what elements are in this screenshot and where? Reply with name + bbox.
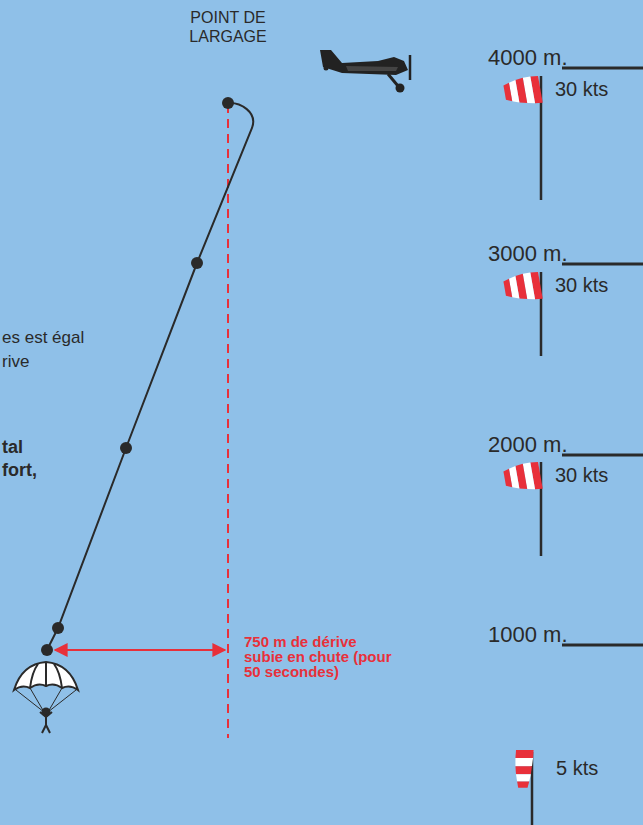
altitude-label: 3000 m. xyxy=(488,241,568,266)
wind-speed: 30 kts xyxy=(555,78,608,101)
drift-arrow xyxy=(55,649,225,651)
airplane xyxy=(320,50,410,93)
altitude-label: 4000 m. xyxy=(488,45,568,70)
windsock xyxy=(515,750,533,788)
parachutist xyxy=(14,662,78,733)
trajectory xyxy=(47,103,253,650)
cropped-note: fort, xyxy=(2,460,37,481)
cropped-note: es est égal xyxy=(2,328,84,348)
windsock xyxy=(503,461,543,495)
drift-note: 750 m de dérive subie en chute (pour 50 … xyxy=(244,634,394,679)
altitude-tick xyxy=(562,68,643,645)
wind-speed: 30 kts xyxy=(555,464,608,487)
drop-point-label: POINT DE LARGAGE xyxy=(163,8,293,46)
trajectory-dot xyxy=(41,97,234,656)
wind-speed: 5 kts xyxy=(556,757,598,780)
cropped-note: rive xyxy=(2,352,29,372)
altitude-label: 1000 m. xyxy=(488,622,568,647)
altitude-label: 2000 m. xyxy=(488,432,568,457)
vertical-reference xyxy=(227,104,229,738)
windsock xyxy=(503,75,543,109)
wind-speed: 30 kts xyxy=(555,274,608,297)
windsock xyxy=(503,271,543,305)
cropped-note: tal xyxy=(2,437,23,458)
